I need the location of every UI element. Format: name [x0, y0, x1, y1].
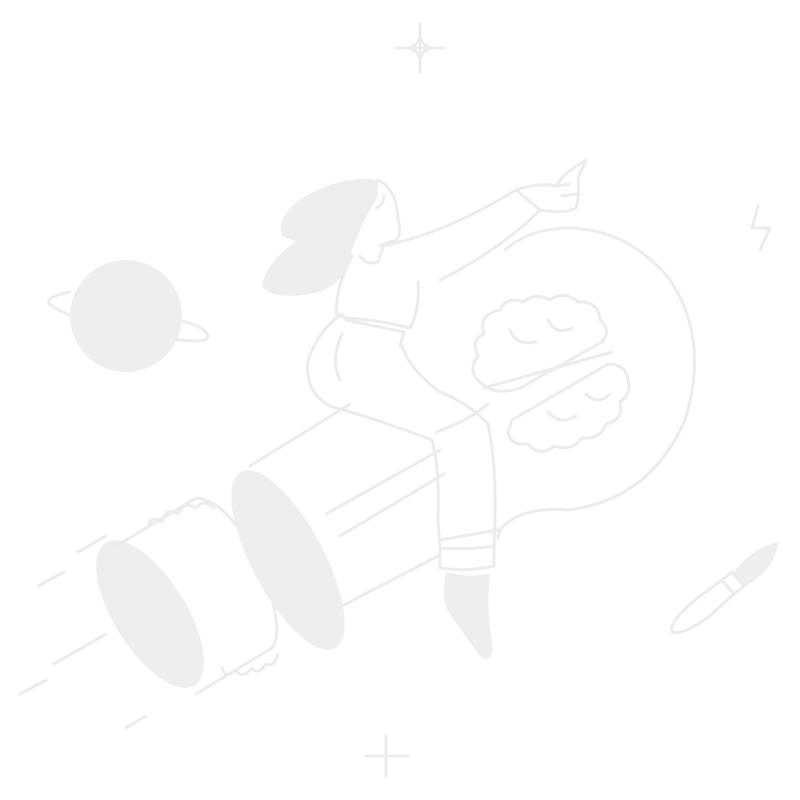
sparkle-icon: [394, 22, 446, 74]
lightbulb-icon: [434, 226, 697, 540]
planet-icon: [47, 260, 210, 372]
lightning-icon: [750, 204, 772, 252]
pen-rocket-icon: [18, 402, 500, 730]
paintbrush-icon: [670, 542, 778, 635]
person-icon: [262, 158, 588, 659]
brain-icon: [471, 294, 631, 453]
speed-lines-icon: [18, 534, 148, 730]
plus-icon: [364, 734, 410, 778]
